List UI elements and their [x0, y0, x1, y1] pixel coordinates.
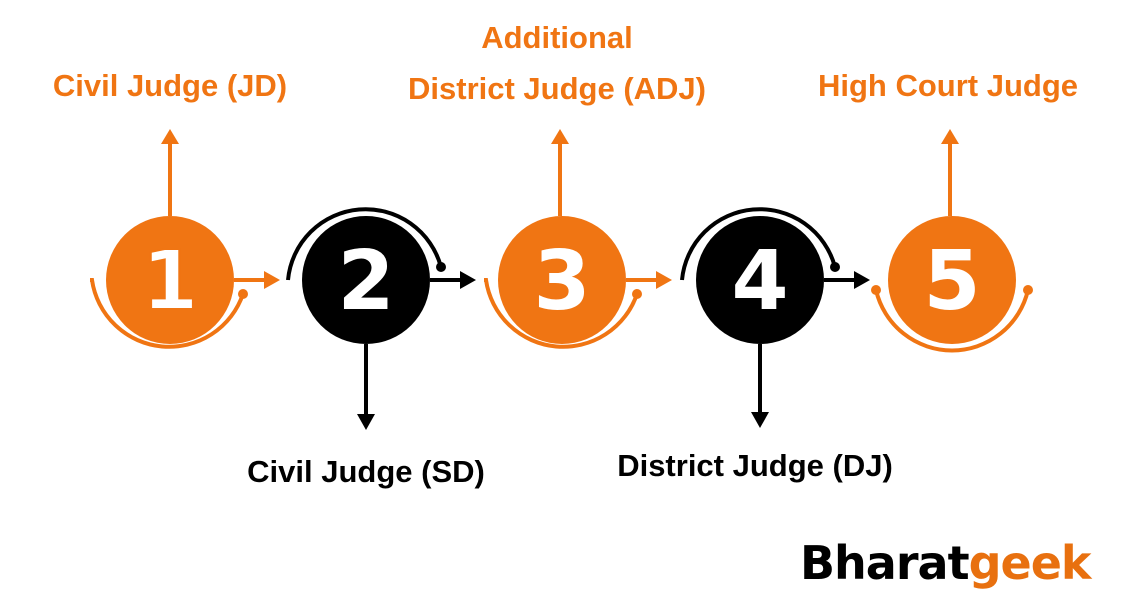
label-additional: Additional: [481, 20, 633, 55]
circle-5: [888, 216, 1016, 344]
step-3: 3: [484, 129, 672, 349]
circle-4: [696, 216, 824, 344]
circle-1: [106, 216, 234, 344]
step-number-2: 2: [337, 234, 394, 329]
label-district-judge-adj: District Judge (ADJ): [408, 71, 706, 106]
circle-2: [302, 216, 430, 344]
arc-1: [90, 278, 245, 349]
step-5: 5: [871, 129, 1033, 353]
label-district-judge-dj: District Judge (DJ): [617, 448, 893, 483]
logo-part-2: geek: [968, 536, 1092, 590]
step-number-5: 5: [923, 234, 980, 329]
step-number-3: 3: [533, 234, 590, 329]
step-number-1: 1: [141, 234, 198, 329]
label-civil-judge-sd: Civil Judge (SD): [247, 454, 485, 489]
arc-dot-1: [238, 289, 248, 299]
step-number-4: 4: [731, 234, 788, 329]
arc-2: [286, 207, 443, 281]
step-2: 2: [286, 207, 476, 430]
bharatgeek-logo: Bharatgeek: [800, 536, 1091, 590]
logo-part-1: Bharat: [800, 536, 970, 590]
step-4: 4: [680, 207, 870, 428]
circle-3: [498, 216, 626, 344]
step-1: 1: [90, 129, 280, 349]
label-civil-judge-jd: Civil Judge (JD): [53, 68, 287, 103]
label-high-court-judge: High Court Judge: [818, 68, 1078, 103]
